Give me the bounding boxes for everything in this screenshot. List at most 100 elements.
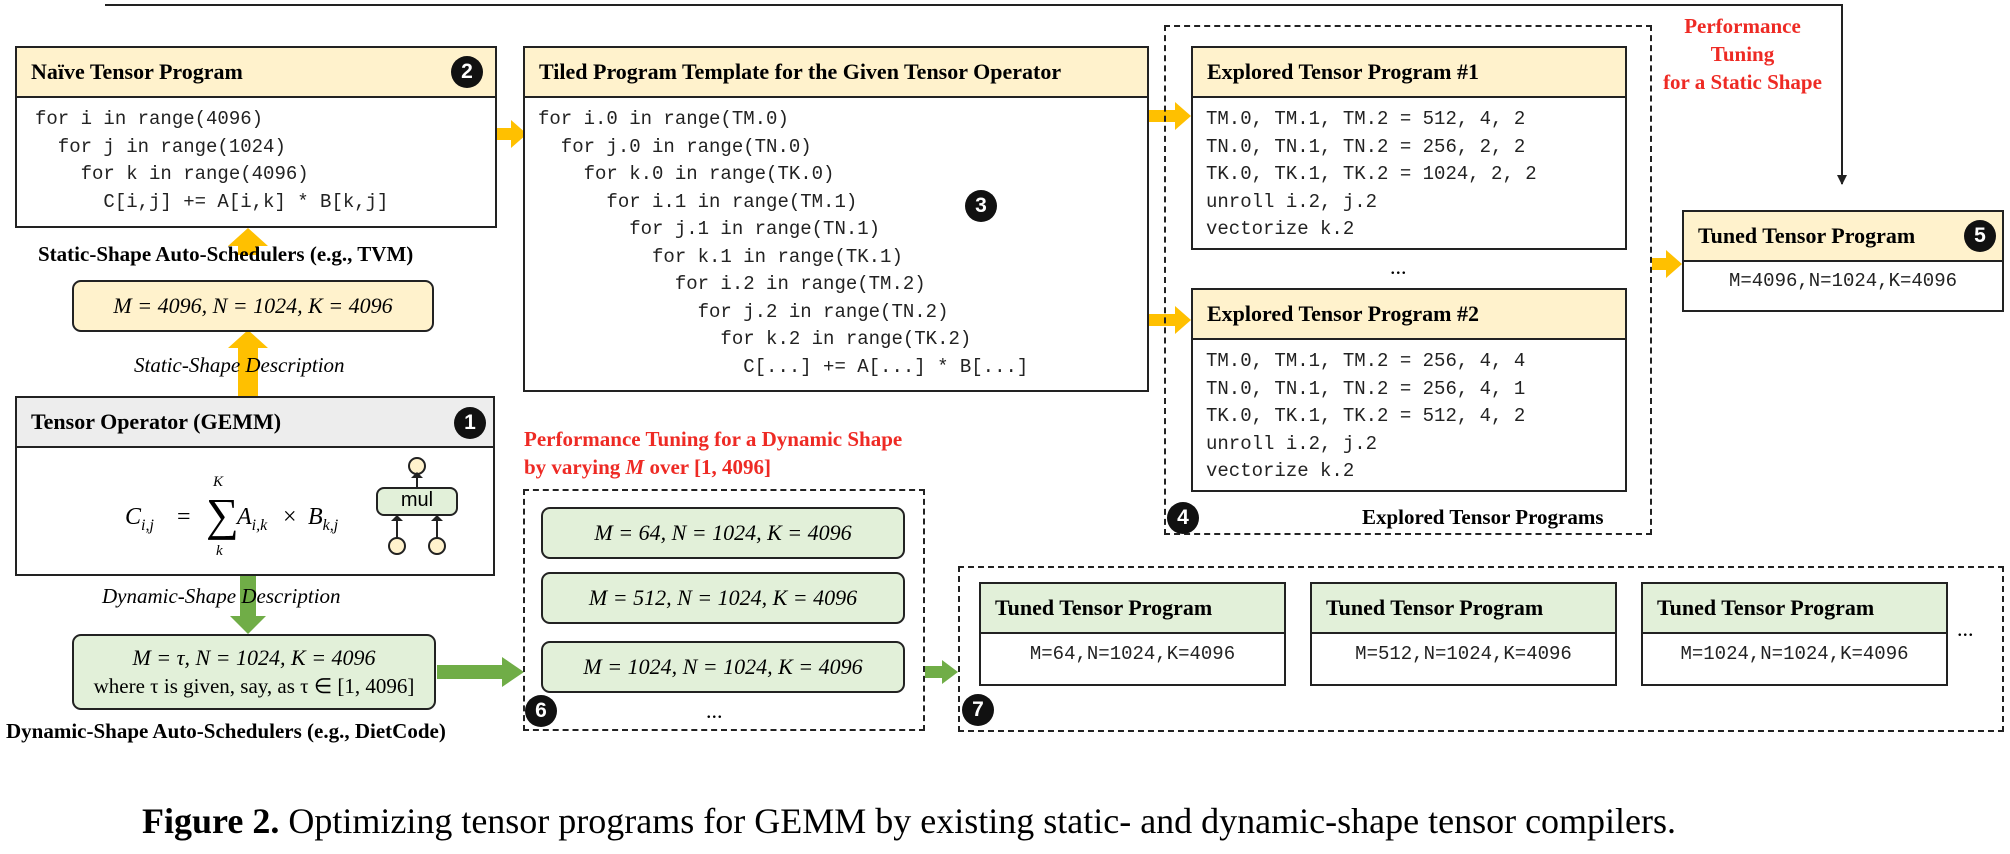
static-shape-box: M = 4096, N = 1024, K = 4096 bbox=[72, 280, 434, 332]
dynamic-scheduler-label: Dynamic-Shape Auto-Schedulers (e.g., Die… bbox=[6, 719, 446, 743]
tuned-dynamic-title-text: Tuned Tensor Program bbox=[995, 595, 1213, 620]
badge-1: 1 bbox=[454, 407, 486, 439]
tensor-operator-box: Tensor Operator (GEMM) 1 Ci,j = ∑ K k Ai… bbox=[15, 396, 495, 576]
tuned-dynamic-title-text: Tuned Tensor Program bbox=[1657, 595, 1875, 620]
tensor-operator-title: Tensor Operator (GEMM) bbox=[17, 398, 493, 448]
dynamic-shape-item-text: M = 1024, N = 1024, K = 4096 bbox=[583, 654, 863, 679]
perf-dynamic-line2-pre: by varying bbox=[524, 455, 626, 479]
dynamic-shape-box: M = τ, N = 1024, K = 4096 where τ is giv… bbox=[72, 634, 436, 710]
formula-b-sub: k,j bbox=[322, 516, 339, 534]
static-scheduler-label: Static-Shape Auto-Schedulers (e.g., TVM) bbox=[38, 242, 414, 266]
tuned-static-program: Tuned Tensor Program 5 M=4096,N=1024,K=4… bbox=[1682, 210, 2004, 312]
dynamic-shape-item-text: M = 512, N = 1024, K = 4096 bbox=[588, 585, 858, 610]
tuned-dynamic-group bbox=[958, 566, 2004, 732]
perf-static-line1: Performance bbox=[1684, 14, 1801, 38]
dynamic-shape-item: M = 1024, N = 1024, K = 4096 bbox=[541, 641, 905, 693]
explored-program-2: Explored Tensor Program #2 TM.0, TM.1, T… bbox=[1191, 288, 1627, 492]
dynamic-shape-item-text: M = 64, N = 1024, K = 4096 bbox=[594, 520, 852, 545]
tensor-operator-title-text: Tensor Operator (GEMM) bbox=[31, 409, 282, 434]
perf-dynamic-line1: Performance Tuning for a Dynamic Shape bbox=[524, 427, 903, 451]
arrow-desc-down bbox=[230, 576, 266, 634]
tuned-static-title-text: Tuned Tensor Program bbox=[1698, 223, 1916, 248]
tuned-static-value: M=4096,N=1024,K=4096 bbox=[1728, 270, 1958, 292]
figure-caption-text: Optimizing tensor programs for GEMM by e… bbox=[279, 801, 1677, 841]
formula-equals: = bbox=[177, 504, 191, 530]
explored-program-1-title: Explored Tensor Program #1 bbox=[1193, 48, 1625, 98]
formula-sum: ∑ bbox=[206, 489, 239, 540]
explored-program-1: Explored Tensor Program #1 TM.0, TM.1, T… bbox=[1191, 46, 1627, 250]
tuned-dynamic-ellipsis: ... bbox=[1957, 616, 1974, 641]
arrow-template-to-p1 bbox=[1149, 102, 1191, 130]
formula-a: A bbox=[237, 504, 252, 530]
explored-program-2-title: Explored Tensor Program #2 bbox=[1193, 290, 1625, 340]
arrow-explored-to-tuned bbox=[1652, 250, 1682, 278]
naive-program-title-text: Naïve Tensor Program bbox=[31, 59, 243, 84]
static-shape-text: M = 4096, N = 1024, K = 4096 bbox=[113, 293, 393, 318]
formula-c: C bbox=[125, 504, 142, 530]
badge-5: 5 bbox=[1964, 220, 1996, 252]
tuned-static-title: Tuned Tensor Program bbox=[1684, 212, 2002, 262]
naive-program-box: Naïve Tensor Program 2 for i in range(40… bbox=[15, 46, 497, 228]
tuned-dynamic-program: Tuned Tensor Program M=1024,N=1024,K=409… bbox=[1641, 582, 1948, 686]
arrow-desc-up bbox=[228, 330, 268, 396]
badge-3: 3 bbox=[965, 190, 997, 222]
template-code: for i.0 in range(TM.0) for j.0 in range(… bbox=[538, 108, 1029, 378]
perf-static-line2: Tuning bbox=[1710, 42, 1775, 66]
badge-6: 6 bbox=[525, 695, 557, 727]
template-box: Tiled Program Template for the Given Ten… bbox=[523, 46, 1149, 392]
perf-tuning-dynamic-label: Performance Tuning for a Dynamic Shape b… bbox=[524, 425, 902, 481]
dynamic-shape-line2: where τ is given, say, as τ ∈ [1, 4096] bbox=[93, 674, 415, 698]
badge-7: 7 bbox=[962, 694, 994, 726]
template-title: Tiled Program Template for the Given Ten… bbox=[525, 48, 1147, 98]
tuned-dynamic-value: M=1024,N=1024,K=4096 bbox=[1680, 643, 1909, 665]
yellow-arrows bbox=[228, 102, 1682, 396]
green-arrows bbox=[230, 576, 958, 687]
tuned-dynamic-program: Tuned Tensor Program M=64,N=1024,K=4096 bbox=[979, 582, 1286, 686]
tuned-dynamic-value: M=512,N=1024,K=4096 bbox=[1355, 643, 1572, 665]
naive-program-code: for i in range(4096) for j in range(1024… bbox=[35, 108, 389, 213]
mul-node-graph bbox=[376, 457, 458, 555]
dynamic-description-label: Dynamic-Shape Description bbox=[102, 584, 341, 608]
perf-dynamic-var: M bbox=[625, 455, 645, 479]
tuned-dynamic-program: Tuned Tensor Program M=512,N=1024,K=4096 bbox=[1310, 582, 1617, 686]
explored-group bbox=[1164, 25, 1652, 535]
arrow-template-to-p2 bbox=[1149, 306, 1191, 334]
tuned-dynamic-title: Tuned Tensor Program bbox=[981, 584, 1284, 634]
dynamic-shapes-ellipsis: ... bbox=[706, 698, 723, 723]
arrow-static-up bbox=[228, 228, 268, 255]
arrow-naive-to-template bbox=[497, 120, 527, 148]
formula-sum-bottom: k bbox=[216, 543, 223, 559]
tuned-dynamic-title: Tuned Tensor Program bbox=[1643, 584, 1946, 634]
dynamic-shape-line1: M = τ, N = 1024, K = 4096 bbox=[132, 645, 376, 670]
template-title-text: Tiled Program Template for the Given Ten… bbox=[539, 59, 1062, 84]
arrow-shapes-to-tuned bbox=[925, 660, 958, 684]
explored-ellipsis: ... bbox=[1390, 254, 1407, 279]
tuned-dynamic-title-text: Tuned Tensor Program bbox=[1326, 595, 1544, 620]
perf-tuning-static-label: Performance Tuning for a Static Shape bbox=[1655, 12, 1830, 96]
feedback-line bbox=[105, 4, 1847, 185]
explored-program-2-title-text: Explored Tensor Program #2 bbox=[1207, 301, 1479, 326]
formula-times: × bbox=[283, 504, 297, 530]
static-description-label: Static-Shape Description bbox=[134, 353, 345, 377]
formula-sum-top: K bbox=[213, 474, 224, 490]
mul-node-label: mul bbox=[400, 489, 434, 511]
gemm-formula: Ci,j = ∑ K k Ai,k × Bk,j bbox=[125, 474, 355, 564]
figure-caption: Figure 2. Optimizing tensor programs for… bbox=[142, 800, 1676, 842]
perf-dynamic-line2-post: over [1, 4096] bbox=[644, 455, 771, 479]
formula-a-sub: i,k bbox=[251, 516, 268, 534]
formula-c-sub: i,j bbox=[141, 516, 154, 534]
tuned-dynamic-value: M=64,N=1024,K=4096 bbox=[1029, 643, 1236, 665]
dynamic-shape-item: M = 64, N = 1024, K = 4096 bbox=[541, 507, 905, 559]
arrow-dynamic-to-shapes bbox=[437, 657, 524, 687]
perf-static-line3: for a Static Shape bbox=[1663, 70, 1822, 94]
explored-program-1-title-text: Explored Tensor Program #1 bbox=[1207, 59, 1479, 84]
explored-program-1-code: TM.0, TM.1, TM.2 = 512, 4, 2 TN.0, TN.1,… bbox=[1206, 108, 1537, 240]
formula-b: B bbox=[308, 504, 323, 530]
tuned-dynamic-title: Tuned Tensor Program bbox=[1312, 584, 1615, 634]
badge-4: 4 bbox=[1167, 502, 1199, 534]
dynamic-shapes-group bbox=[523, 489, 925, 731]
explored-group-label: Explored Tensor Programs bbox=[1362, 505, 1604, 529]
explored-program-2-code: TM.0, TM.1, TM.2 = 256, 4, 4 TN.0, TN.1,… bbox=[1206, 350, 1526, 482]
badge-2: 2 bbox=[451, 56, 483, 88]
